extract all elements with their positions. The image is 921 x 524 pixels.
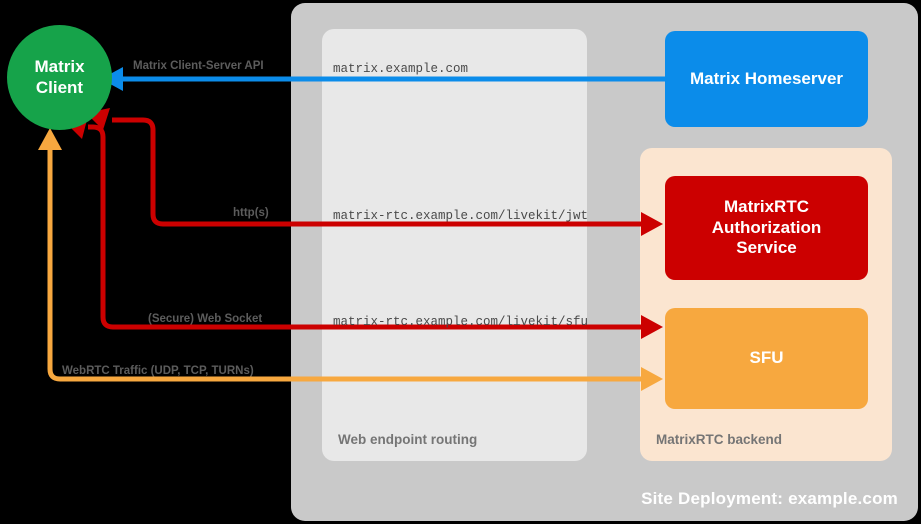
matrixrtc-backend-label: MatrixRTC backend <box>656 432 783 447</box>
edge-label-webrtc-traffic: WebRTC Traffic (UDP, TCP, TURNs) <box>62 365 254 377</box>
matrix-homeserver-label: Matrix Homeserver <box>689 68 844 88</box>
edge-endpoint-livekit-jwt: matrix-rtc.example.com/livekit/jwt <box>333 209 589 223</box>
edge-endpoint-matrix-example-com: matrix.example.com <box>333 62 469 76</box>
matrixrtc-auth-label-line2: Authorization <box>711 217 822 237</box>
matrixrtc-auth-label-line3: Service <box>736 238 797 258</box>
node-matrixrtc-authorization-service[interactable]: MatrixRTC Authorization Service <box>665 176 868 280</box>
matrix-client-label-line2: Client <box>35 77 84 97</box>
sfu-label: SFU <box>749 348 784 368</box>
site-deployment-label: Site Deployment: example.com <box>641 489 898 508</box>
web-endpoint-routing-panel: Web endpoint routing <box>322 29 587 461</box>
web-endpoint-routing-label: Web endpoint routing <box>338 432 478 447</box>
matrix-client-label-line1: Matrix <box>34 57 85 77</box>
edge-label-secure-web-socket: (Secure) Web Socket <box>148 313 263 325</box>
matrixrtc-auth-label-line1: MatrixRTC <box>723 197 809 217</box>
edge-label-matrix-client-server-api: Matrix Client-Server API <box>133 60 264 72</box>
node-matrix-homeserver[interactable]: Matrix Homeserver <box>665 31 868 127</box>
node-matrix-client[interactable]: Matrix Client <box>7 25 112 130</box>
edge-endpoint-livekit-sfu: matrix-rtc.example.com/livekit/sfu <box>333 315 589 329</box>
node-sfu[interactable]: SFU <box>665 308 868 409</box>
edge-label-http-s: http(s) <box>233 207 269 219</box>
